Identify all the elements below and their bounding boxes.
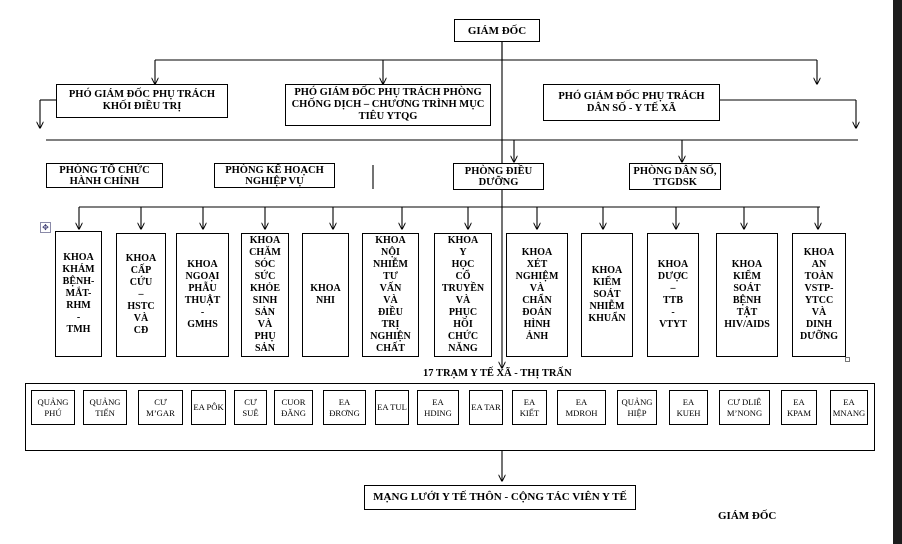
faculty-label: KHOA CẤP CỨU – HSTC VÀ CĐ [125, 253, 157, 336]
signature-title: GIÁM ĐỐC [718, 510, 777, 522]
station-label: EA HDING [424, 396, 452, 418]
faculty-box: KHOA KIỂM SOÁT NHIỄM KHUẨN [581, 233, 633, 357]
deputy-treatment-label: PHÓ GIÁM ĐỐC PHỤ TRÁCH KHỐI ĐIỀU TRỊ [68, 89, 216, 112]
station-label: EA MDROH [565, 396, 598, 418]
faculty-label: KHOA XÉT NGHIỆM VÀ CHẨN ĐOÁN HÌNH ẢNH [515, 247, 559, 342]
station-box: EA TUL [375, 390, 409, 425]
station-label: QUẢNG HIỆP [621, 396, 653, 418]
faculty-box: KHOA NGOẠI PHẪU THUẬT - GMHS [176, 233, 229, 357]
office-planning-box: PHÒNG KẾ HOẠCH NGHIỆP VỤ [214, 163, 335, 188]
station-label: EA KUEH [676, 396, 701, 418]
office-nursing-label: Phòng điều dưỡng [464, 165, 533, 188]
deputy-treatment-box: PHÓ GIÁM ĐỐC PHỤ TRÁCH KHỐI ĐIỀU TRỊ [56, 84, 228, 118]
faculty-label: KHOA AN TOÀN VSTP- YTCC VÀ DINH DƯỠNG [800, 247, 838, 342]
faculty-label: KHOA CHĂM SÓC SỨC KHỎE SINH SẢN VÀ PHỤ S… [249, 235, 281, 354]
station-label: CƯ M’GAR [146, 396, 175, 418]
faculty-label: KHOA DƯỢC – TTB - VTYT [657, 259, 689, 330]
faculty-box: KHOA DƯỢC – TTB - VTYT [647, 233, 699, 357]
station-label: EA PÔK [193, 402, 224, 412]
faculty-label: KHOA NHI [310, 283, 341, 306]
station-label: QUẢNG PHÚ [37, 396, 69, 418]
faculty-label: KHOA NỘI NHIỄM TƯ VẤN VÀ ĐIỀU TRỊ NGHIỆN… [370, 235, 411, 354]
stations-title: 17 TRẠM Y TẾ XÃ - THỊ TRẤN [423, 368, 572, 379]
station-box: EA HDING [417, 390, 459, 425]
faculty-label: KHOA NGOẠI PHẪU THUẬT - GMHS [184, 259, 221, 330]
station-box: EA KUEH [669, 390, 708, 425]
station-box: EA KIẾT [512, 390, 547, 425]
station-box: EA TAR [469, 390, 503, 425]
network-label: MẠNG LƯỚI Y TẾ THÔN - CỘNG TÁC VIÊN Y TẾ [373, 491, 627, 503]
faculty-box: KHOA NHI [302, 233, 349, 357]
move-handle-icon[interactable]: ✥ [40, 222, 51, 233]
station-box: EA MNANG [830, 390, 868, 425]
office-population-label: PHÒNG DÂN SỐ, TTGDSK [633, 165, 717, 188]
station-label: EA ĐRƠNG [329, 396, 360, 418]
station-label: EA TUL [377, 402, 407, 412]
faculty-label: KHOA KIỂM SOÁT BỆNH TẬT HIV/AIDS [724, 259, 770, 330]
station-label: CƯ SUÊ [242, 396, 259, 418]
office-admin-box: PHÒNG TỔ CHỨC HÀNH CHÍNH [46, 163, 163, 188]
station-box: EA KPAM [781, 390, 817, 425]
office-admin-label: PHÒNG TỔ CHỨC HÀNH CHÍNH [59, 164, 150, 187]
station-label: CUOR ĐĂNG [281, 396, 306, 418]
faculty-box: KHOA KIỂM SOÁT BỆNH TẬT HIV/AIDS [716, 233, 778, 357]
station-box: CUOR ĐĂNG [274, 390, 313, 425]
station-label: QUẢNG TIẾN [89, 396, 121, 418]
stations-container: QUẢNG PHÚ QUẢNG TIẾN CƯ M’GAR EA PÔK CƯ … [25, 383, 875, 451]
faculty-box: KHOA CẤP CỨU – HSTC VÀ CĐ [116, 233, 166, 357]
network-box: MẠNG LƯỚI Y TẾ THÔN - CỘNG TÁC VIÊN Y TẾ [364, 485, 636, 510]
faculty-box: KHOA KHÁM BỆNH- MẮT- RHM - TMH [55, 231, 102, 357]
station-box: QUẢNG HIỆP [617, 390, 657, 425]
station-box: QUẢNG TIẾN [83, 390, 127, 425]
faculty-box: KHOA CHĂM SÓC SỨC KHỎE SINH SẢN VÀ PHỤ S… [241, 233, 289, 357]
station-box: QUẢNG PHÚ [31, 390, 75, 425]
faculty-label: KHOA KHÁM BỆNH- MẮT- RHM - TMH [62, 252, 95, 335]
station-label: EA TAR [471, 402, 501, 412]
station-label: EA KPAM [786, 396, 812, 418]
office-population-box: PHÒNG DÂN SỐ, TTGDSK [629, 163, 721, 190]
director-label: GIÁM ĐỐC [467, 24, 527, 37]
station-label: EA KIẾT [519, 396, 540, 418]
deputy-disease-control-label: PHÓ GIÁM ĐỐC PHỤ TRÁCH PHÒNG CHỐNG DỊCH … [291, 87, 485, 122]
office-nursing-box: Phòng điều dưỡng [453, 163, 544, 190]
faculty-label: KHOA KIỂM SOÁT NHIỄM KHUẨN [588, 265, 626, 324]
station-box: CƯ DLIÊ M’NONG [719, 390, 770, 425]
deputy-disease-control-box: PHÓ GIÁM ĐỐC PHỤ TRÁCH PHÒNG CHỐNG DỊCH … [285, 84, 491, 126]
faculty-box: KHOA Y HỌC CỔ TRUYỀN VÀ PHỤC HỒI CHỨC NĂ… [434, 233, 492, 357]
faculty-box: KHOA AN TOÀN VSTP- YTCC VÀ DINH DƯỠNG [792, 233, 846, 357]
window-edge [893, 0, 902, 544]
station-box: CƯ SUÊ [234, 390, 267, 425]
station-box: EA MDROH [557, 390, 606, 425]
director-box: GIÁM ĐỐC [454, 19, 540, 42]
faculty-box: KHOA NỘI NHIỄM TƯ VẤN VÀ ĐIỀU TRỊ NGHIỆN… [362, 233, 419, 357]
deputy-population-label: PHÓ GIÁM ĐỐC PHỤ TRÁCH DÂN SỐ - Y TẾ XÃ [558, 90, 705, 114]
faculty-label: KHOA Y HỌC CỔ TRUYỀN VÀ PHỤC HỒI CHỨC NĂ… [441, 235, 485, 354]
station-box: CƯ M’GAR [138, 390, 183, 425]
station-label: EA MNANG [832, 396, 866, 418]
deputy-population-box: PHÓ GIÁM ĐỐC PHỤ TRÁCH DÂN SỐ - Y TẾ XÃ [543, 84, 720, 121]
faculty-box: KHOA XÉT NGHIỆM VÀ CHẨN ĐOÁN HÌNH ẢNH [506, 233, 568, 357]
resize-handle-icon[interactable] [845, 357, 850, 362]
station-box: EA PÔK [191, 390, 226, 425]
office-planning-label: PHÒNG KẾ HOẠCH NGHIỆP VỤ [225, 164, 324, 187]
station-box: EA ĐRƠNG [323, 390, 366, 425]
station-label: CƯ DLIÊ M’NONG [726, 396, 763, 418]
